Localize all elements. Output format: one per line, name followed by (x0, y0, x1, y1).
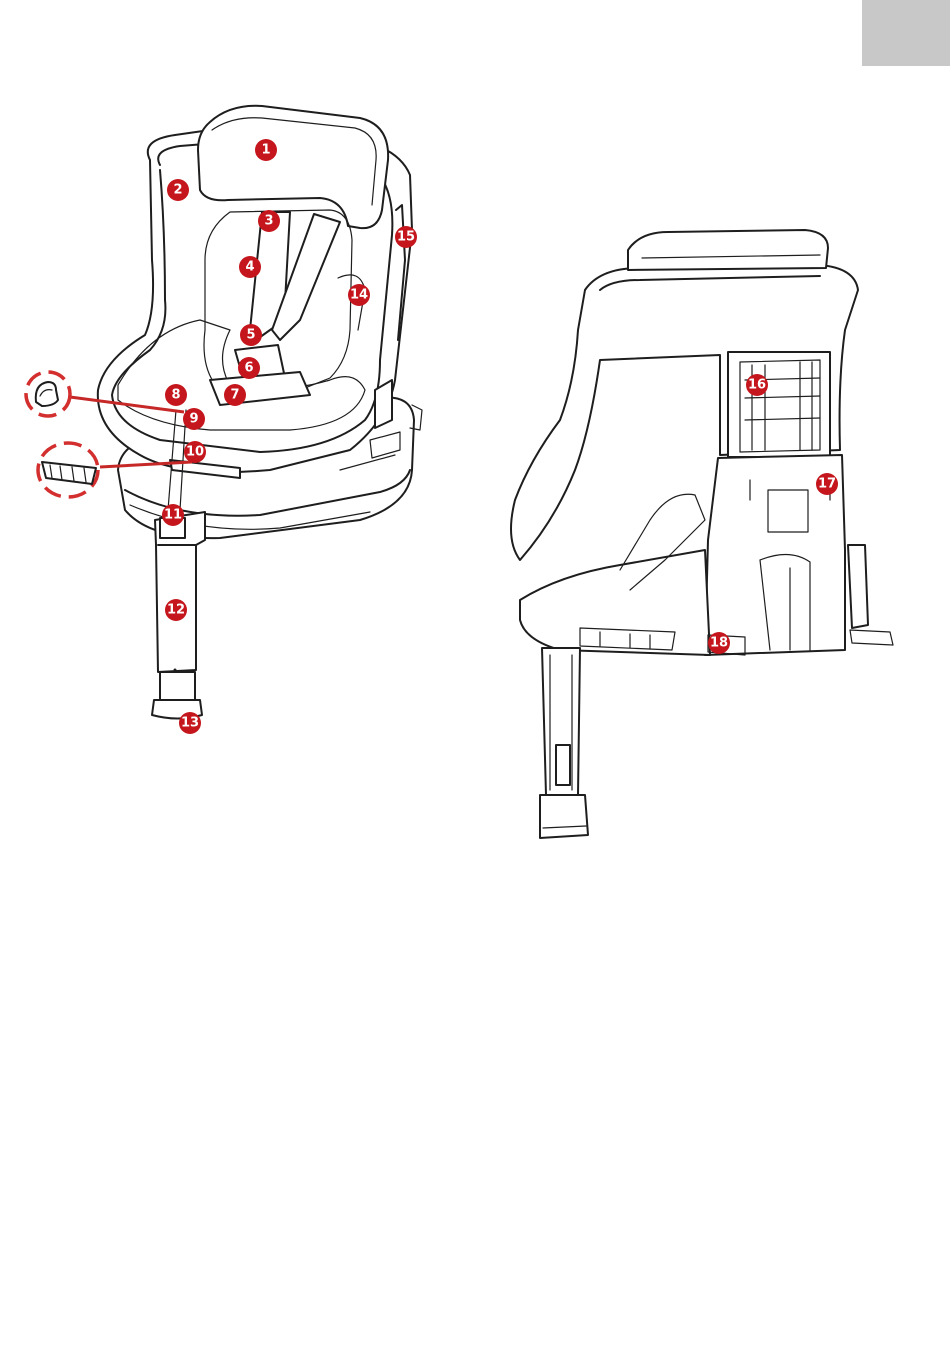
callout-3: 3 (258, 210, 280, 232)
callout-7: 7 (224, 384, 246, 406)
svg-text:16: 16 (748, 378, 766, 393)
svg-text:11: 11 (164, 508, 182, 523)
callout-13: 13 (179, 712, 201, 734)
svg-text:10: 10 (186, 445, 204, 460)
rear-view-seat (511, 230, 893, 838)
callout-11: 11 (162, 504, 184, 526)
svg-text:3: 3 (264, 214, 273, 229)
svg-text:14: 14 (350, 288, 368, 303)
callout-2: 2 (167, 179, 189, 201)
inset-handle-ring (26, 372, 70, 416)
svg-text:12: 12 (167, 603, 185, 618)
svg-text:4: 4 (245, 260, 254, 275)
svg-text:7: 7 (230, 388, 239, 403)
svg-text:15: 15 (397, 230, 415, 245)
svg-text:6: 6 (244, 361, 253, 376)
callout-1: 1 (255, 139, 277, 161)
svg-text:5: 5 (246, 328, 255, 343)
callout-8: 8 (165, 384, 187, 406)
callout-5: 5 (240, 324, 262, 346)
svg-text:9: 9 (189, 412, 198, 427)
callout-17: 17 (816, 473, 838, 495)
callout-9: 9 (183, 408, 205, 430)
svg-text:8: 8 (171, 388, 180, 403)
svg-text:1: 1 (261, 143, 270, 158)
callout-16: 16 (746, 374, 768, 396)
callout-10: 10 (184, 441, 206, 463)
svg-text:18: 18 (710, 636, 728, 651)
svg-text:13: 13 (181, 716, 199, 731)
callout-4: 4 (239, 256, 261, 278)
svg-text:17: 17 (818, 477, 836, 492)
callout-14: 14 (348, 284, 370, 306)
callout-12: 12 (165, 599, 187, 621)
callout-6: 6 (238, 357, 260, 379)
inset-latch-ring (38, 443, 98, 497)
callout-18: 18 (708, 632, 730, 654)
callout-15: 15 (395, 226, 417, 248)
front-view-seat (98, 106, 422, 719)
svg-text:2: 2 (173, 183, 182, 198)
